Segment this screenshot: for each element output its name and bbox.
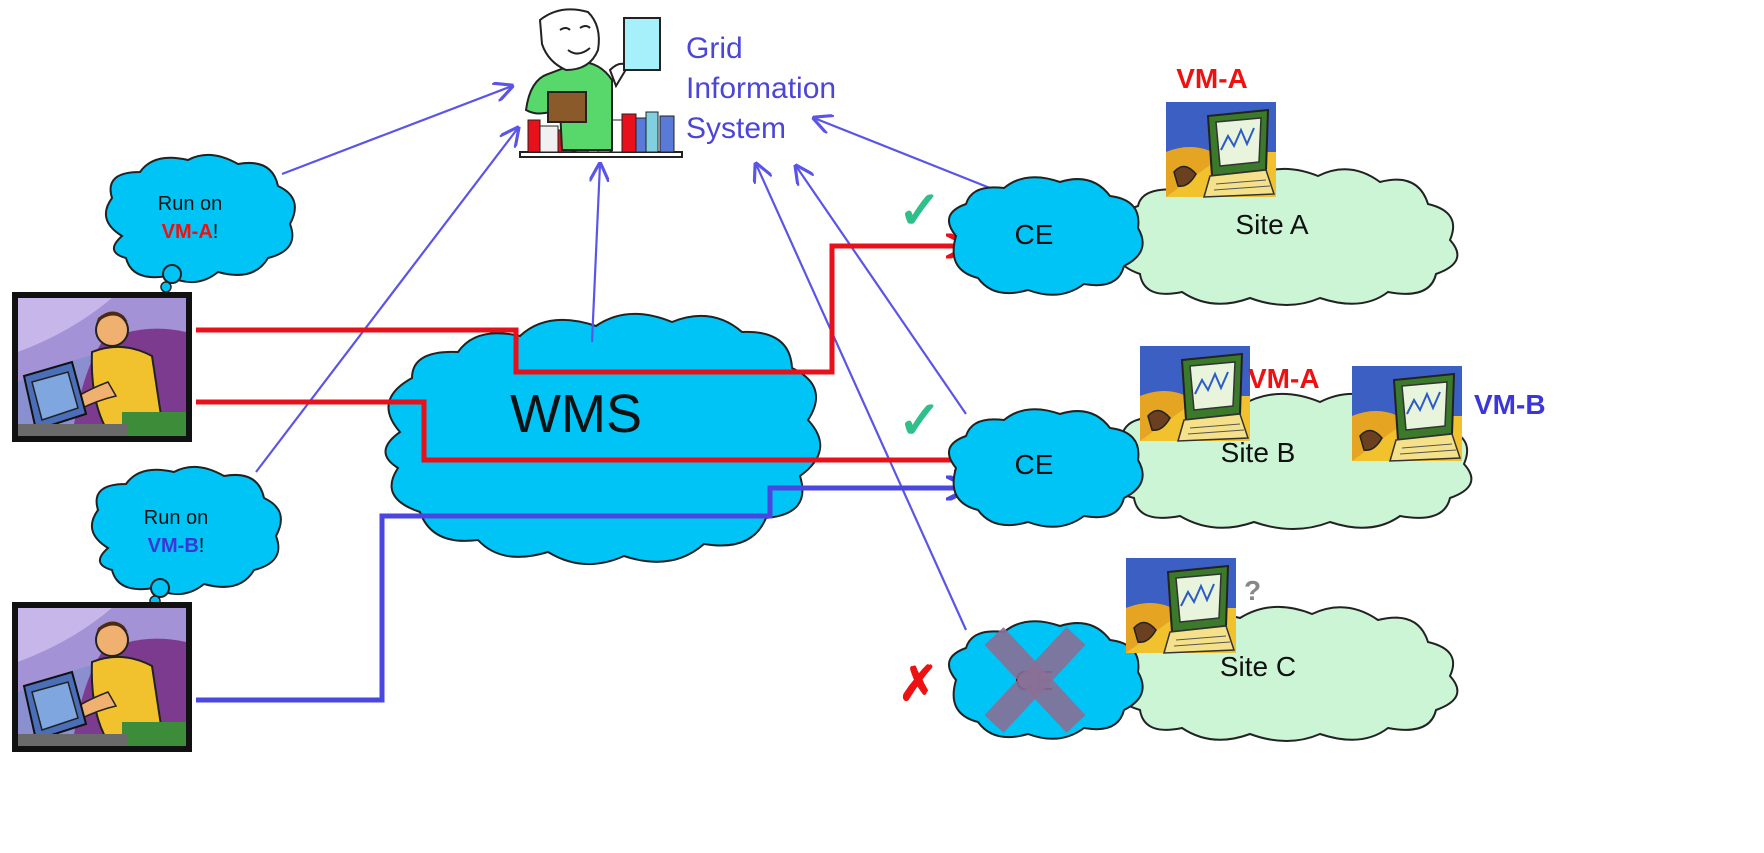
ce-site-b-cloud	[947, 408, 1144, 528]
site-c-name: Site C	[1220, 651, 1296, 682]
librarian-icon	[519, 8, 683, 158]
ce-site-a: CE	[947, 176, 1144, 296]
site-b-vm-label-2: VM-B	[1474, 389, 1546, 420]
route-user-a-to-site-a	[196, 246, 966, 375]
info-arrow-user-a	[281, 86, 512, 176]
info-arrow-site-b	[796, 166, 967, 415]
bubble-a-cloud	[104, 153, 296, 283]
bubble-a-text: Run on	[158, 193, 223, 215]
bubble-b-cloud	[90, 465, 282, 595]
thought-bubble-a: Run on VM-A!	[104, 153, 296, 293]
info-arrow-user-b	[255, 128, 518, 473]
gis-label-line2: Information	[686, 72, 836, 105]
job-routes	[196, 246, 974, 703]
site-b-check-icon: ✓	[898, 392, 942, 450]
site-b-name: Site B	[1221, 437, 1296, 468]
bubble-b-vm: VM-B	[148, 535, 199, 557]
site-a-vm-label: VM-A	[1176, 63, 1248, 94]
bubble-a-tail-1	[162, 264, 182, 284]
site-a-check-icon: ✓	[898, 182, 942, 240]
vm-icon-site-c	[1125, 557, 1237, 654]
bubble-b-tail-1	[150, 578, 170, 598]
ce-site-b: CE	[947, 408, 1144, 528]
bubble-b-text: Run on	[144, 507, 209, 529]
vm-icon-site-b-a	[1139, 345, 1251, 442]
site-c-vm-unknown: ?	[1244, 575, 1261, 606]
gis-label-line1: Grid	[686, 32, 743, 65]
grid-information-system: Grid Information System	[519, 8, 836, 158]
bubble-a-excl: !	[213, 221, 219, 243]
bubble-a-vm: VM-A	[162, 221, 213, 243]
user-b-icon	[11, 601, 193, 753]
ce-site-c-disabled-x-icon	[984, 627, 1086, 733]
ce-site-c: CE	[947, 620, 1144, 740]
ce-site-a-label: CE	[1015, 219, 1054, 250]
site-b-vm-label-1: VM-A	[1248, 363, 1320, 394]
site-a-name: Site A	[1235, 209, 1308, 240]
wms-label: WMS	[510, 384, 642, 444]
ce-site-a-cloud	[947, 176, 1144, 296]
gis-label-line3: System	[686, 112, 786, 145]
info-arrow-site-c	[756, 164, 968, 631]
vm-icon-site-a	[1165, 101, 1277, 198]
bubble-a-tail-2	[160, 281, 172, 293]
bubble-a-vm-line: VM-A!	[162, 221, 219, 243]
info-arrow-site-a	[814, 118, 991, 190]
vm-icon-site-b-b	[1351, 365, 1463, 462]
thought-bubble-b: Run on VM-B!	[90, 465, 282, 607]
wms: WMS	[384, 313, 822, 565]
route-user-a-to-site-b	[196, 399, 974, 460]
route-user-b-to-site-b	[196, 488, 966, 703]
info-arrows	[255, 86, 991, 631]
bubble-b-vm-line: VM-B!	[148, 535, 205, 557]
user-a-icon	[11, 291, 193, 443]
info-arrow-wms	[592, 164, 600, 343]
bubble-b-excl: !	[199, 535, 205, 557]
site-c-fail-icon: ✗	[898, 658, 938, 711]
ce-site-b-label: CE	[1015, 449, 1054, 480]
